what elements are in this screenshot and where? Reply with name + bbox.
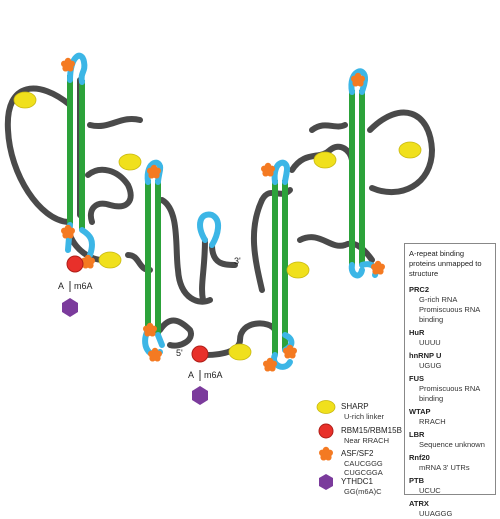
svg-text:A: A [188,370,194,380]
ythdc1-marker-center [192,386,208,405]
three-prime-end-label: 3' [234,256,241,266]
asf-marker [261,162,275,177]
backbone-mid-right-wiggle2 [297,234,375,263]
legend-item-asf: ASF/SF2 CAUCGGG CUGCGGA [319,446,383,477]
protein-entry: LBR Sequence unknown [409,430,485,449]
svg-text:CAUCGGG: CAUCGGG [344,459,383,468]
loop-midright-top [271,159,290,185]
sharp-marker [13,91,37,109]
svg-text:YTHDC1: YTHDC1 [341,477,374,486]
m6a-label-center: A m6A [188,370,223,381]
sharp-marker [313,151,337,169]
backbone-center-bottom [157,317,194,349]
svg-text:m6A: m6A [204,370,223,380]
rna-backbone [4,77,436,358]
svg-text:A: A [58,281,64,291]
backbone-left-loop [4,85,73,225]
sharp-marker [286,261,310,279]
protein-entry: WTAP RRACH [409,407,446,426]
protein-entry: PTB UCUC [409,476,441,495]
purple-hexagon-icon [319,474,333,490]
protein-entry: Rnf20 mRNA 3' UTRs [409,453,470,472]
red-circle-icon [318,423,334,439]
backbone-center-bottom2 [202,320,278,358]
ythdc1-marker-left [62,298,78,317]
svg-text:m6A: m6A [74,281,93,291]
asf-markers [61,57,385,372]
rbm15-marker-left [66,255,84,273]
sharp-marker [118,153,142,171]
backbone-right-loop [367,109,436,195]
backbone-mid-left-wiggle [85,166,134,225]
sharp-markers [13,91,422,361]
sharp-marker [228,343,252,361]
svg-text:CUGCGGA: CUGCGGA [344,468,383,477]
svg-text:U-rich linker: U-rich linker [344,412,385,421]
sharp-marker [398,141,422,159]
backbone-right-linker [309,122,348,133]
protein-entry: ATRX UUAGGG [409,499,453,518]
sharp-marker [98,251,122,269]
unmapped-proteins-panel: A-repeat binding proteins unmapped to st… [404,243,496,518]
asf-marker [61,224,75,239]
backbone-top-left-wiggle [87,115,143,130]
backbone-center-hairpin-stem [199,237,208,303]
protein-entry: HuR UUUU [409,328,441,347]
svg-text:ASF/SF2: ASF/SF2 [341,449,374,458]
backbone-center-3prime [209,242,238,268]
svg-text:GG(m6A)C: GG(m6A)C [344,487,382,496]
rbm15-marker-center [191,345,209,363]
protein-entry: hnRNP U UGUG [409,351,442,370]
legend-item-rbm15: RBM15/RBM15B Near RRACH [318,423,402,445]
svg-text:RBM15/RBM15B: RBM15/RBM15B [341,426,402,435]
backbone-mid-right-wiggle [289,143,355,173]
rna-structure-diagram: A m6A A m6A 5' 3' SHARP U-rich linker RB… [4,52,436,496]
protein-entry: FUS Promiscuous RNA binding [409,374,480,403]
m6a-label-left: A m6A [58,281,93,292]
svg-text:Near RRACH: Near RRACH [344,436,389,445]
yellow-ellipse-icon [316,400,336,414]
legend: SHARP U-rich linker RBM15/RBM15B Near RR… [316,400,402,496]
protein-entry: PRC2 G-rich RNA Promiscuous RNA binding [409,285,480,324]
orange-flower-icon [319,446,333,461]
five-prime-end-label: 5' [176,348,183,358]
backbone-center-left [159,197,213,305]
panel-title: A-repeat binding proteins unmapped to st… [409,249,482,278]
legend-item-sharp: SHARP U-rich linker [316,400,385,421]
loop-center-hairpin [197,211,221,248]
rna-loops [65,52,379,370]
legend-item-ythdc1: YTHDC1 GG(m6A)C [319,474,382,496]
svg-text:SHARP: SHARP [341,402,369,411]
backbone-center-right [250,187,293,293]
rna-stems [67,75,365,355]
